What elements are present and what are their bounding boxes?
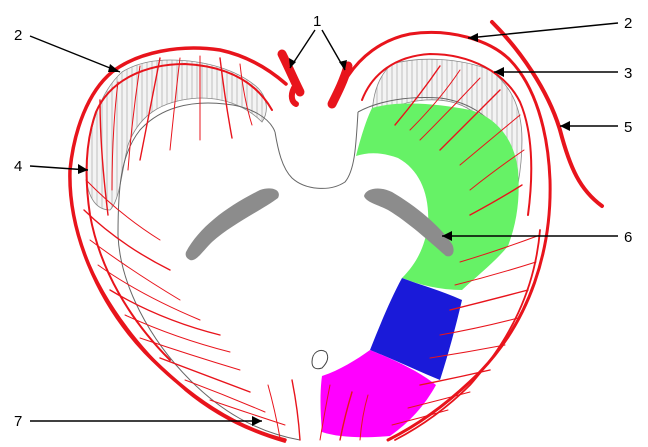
arrowhead-2-right [468,33,478,42]
label-2-right: 2 [624,15,632,32]
label-4: 4 [14,158,22,175]
pointer-2-right [468,23,618,38]
label-5: 5 [624,119,632,136]
pointer-2-left [30,36,120,72]
label-3: 3 [624,65,632,82]
label-1: 1 [313,13,321,30]
label-6: 6 [624,229,632,246]
label-2-left: 2 [14,27,22,44]
label-7: 7 [14,413,22,430]
